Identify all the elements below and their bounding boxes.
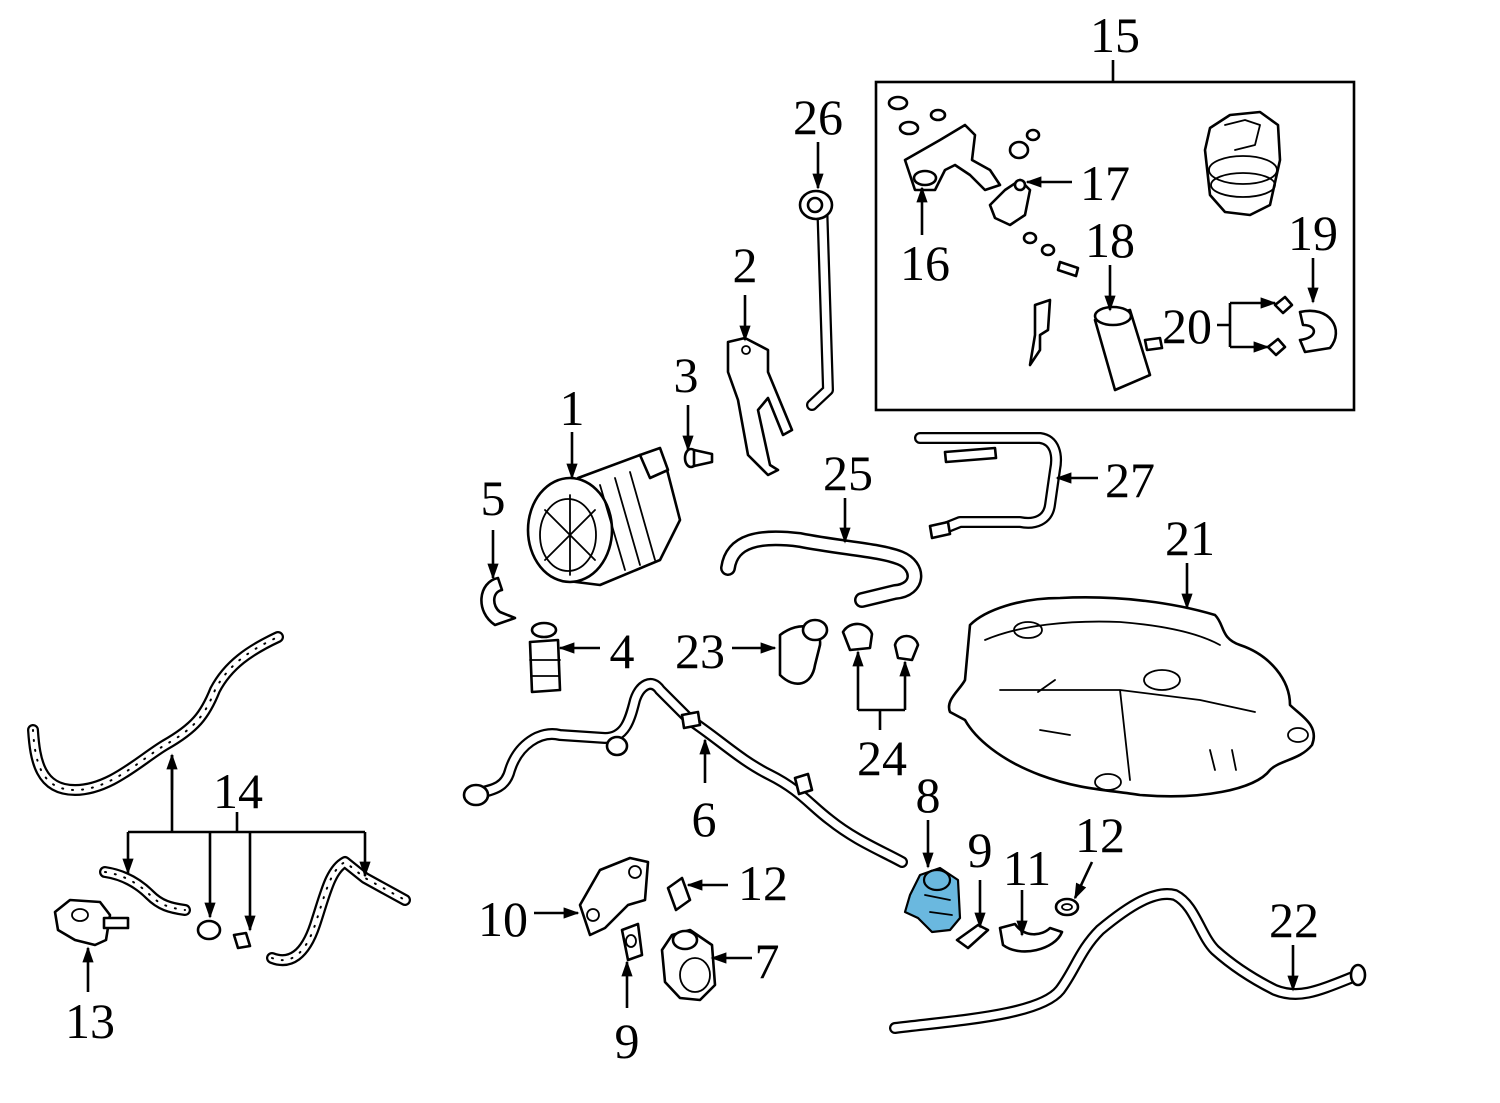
- part-6-pipe: [462, 677, 908, 868]
- callout-18: 18: [1085, 212, 1135, 268]
- part-24-clamps: [841, 622, 920, 662]
- part-9-gasket-left: [620, 922, 644, 962]
- part-11-elbow: [998, 922, 1064, 953]
- callout-16: 16: [900, 235, 950, 291]
- part-25-hose: [720, 530, 923, 608]
- part-2-bracket: [726, 336, 794, 477]
- part-12-gasket-left: [666, 876, 692, 912]
- part-3-screw: [683, 447, 714, 469]
- callout-labels: 1 2 3 4 5 6 7 8 9 9 10 11 12 12 13 14 15…: [65, 7, 1338, 1069]
- callout-12-right: 12: [1075, 807, 1125, 863]
- callout-21: 21: [1165, 510, 1215, 566]
- part-13-valve: [53, 898, 130, 947]
- callout-3: 3: [674, 347, 699, 403]
- callout-23: 23: [675, 623, 725, 679]
- part-8-valve-highlighted: [903, 866, 962, 934]
- part-19-canister: [1203, 110, 1282, 217]
- callout-25: 25: [823, 445, 873, 501]
- callout-10: 10: [478, 891, 528, 947]
- callout-26: 26: [793, 89, 843, 145]
- part-4-damper: [528, 621, 562, 694]
- callout-17: 17: [1080, 155, 1130, 211]
- part-22-pipe: [889, 888, 1367, 1034]
- part-27-sensor: [914, 432, 1063, 540]
- callout-4: 4: [610, 623, 635, 679]
- part-21-tank: [947, 596, 1316, 798]
- part-16-bracket: [887, 95, 1041, 192]
- part-20-gaskets: [1266, 295, 1338, 357]
- part-1-air-pump: [526, 446, 682, 587]
- callout-9-left: 9: [615, 1013, 640, 1069]
- callout-13: 13: [65, 993, 115, 1049]
- callout-9-right: 9: [968, 822, 993, 878]
- part-9-gasket-right: [955, 923, 990, 950]
- callout-1: 1: [560, 380, 585, 436]
- part-12-gasket-right: [1054, 897, 1080, 917]
- callout-8: 8: [916, 767, 941, 823]
- callout-7: 7: [755, 933, 780, 989]
- callout-12-left: 12: [738, 855, 788, 911]
- callout-11: 11: [1003, 840, 1051, 896]
- part-7-throttle: [660, 928, 717, 1002]
- callout-15: 15: [1090, 7, 1140, 63]
- part-17-bracket: [988, 178, 1080, 278]
- callout-5: 5: [481, 470, 506, 526]
- part-18-filter: [1028, 298, 1164, 392]
- part-26-hose: [798, 189, 834, 411]
- callout-19: 19: [1288, 205, 1338, 261]
- leader-lines: [82, 142, 1319, 1008]
- part-5-clip: [480, 576, 517, 627]
- callout-22: 22: [1269, 892, 1319, 948]
- callout-27: 27: [1105, 452, 1155, 508]
- part-23-elbow: [778, 618, 829, 685]
- callout-6: 6: [692, 791, 717, 847]
- part-10-bracket: [578, 856, 650, 937]
- part-14-harness: [27, 631, 411, 967]
- inset-box-15: [874, 60, 1356, 412]
- callout-2: 2: [733, 237, 758, 293]
- callout-14: 14: [213, 763, 263, 819]
- callout-24: 24: [857, 730, 907, 786]
- callout-20: 20: [1162, 298, 1212, 354]
